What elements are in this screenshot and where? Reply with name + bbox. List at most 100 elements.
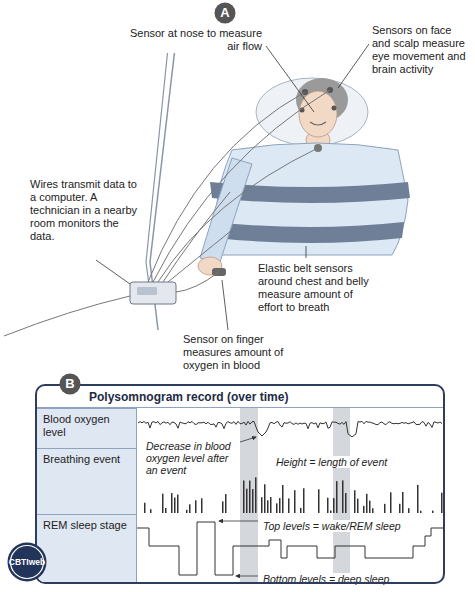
breathing-event-bar	[336, 481, 338, 513]
annotation-arrow	[240, 437, 256, 442]
panel-badge: A	[214, 2, 236, 24]
breathing-event-bar	[327, 498, 329, 513]
badge-text: CBTIweb	[9, 557, 45, 567]
breathing-event-bar	[303, 488, 305, 513]
callout-label-box: Elastic belt sensors around chest and be…	[258, 262, 370, 314]
breathing-event-bar	[363, 506, 365, 513]
leader-line	[96, 260, 130, 284]
breathing-event-bar	[279, 498, 281, 513]
logo-badge: CBTIweb	[7, 542, 47, 582]
breathing-event-bar	[384, 504, 386, 513]
leader-line	[266, 46, 314, 112]
breathing-event-bar	[165, 508, 167, 513]
chart-annotation-box: Bottom levels = deep sleep	[262, 569, 422, 587]
wire	[148, 92, 305, 282]
row-header: Blood oxygen level	[37, 408, 137, 448]
breathing-event-bar	[354, 490, 356, 513]
row-label: Breathing event	[43, 453, 130, 466]
callout-label-box: Sensors on face and scalp measure eye mo…	[372, 24, 466, 76]
bed-edge	[150, 48, 175, 262]
breathing-event-bar	[366, 494, 368, 513]
breathing-event-bar	[417, 485, 419, 513]
breathing-event-bar	[333, 498, 335, 513]
callout-label: Wires transmit data to a computer. A tec…	[30, 178, 138, 243]
record-panel: Polysomnogram record (over time) Blood ox…	[35, 384, 445, 584]
breathing-event-bar	[300, 508, 302, 513]
panel-heading: Polysomnogram record (over time)	[37, 386, 443, 408]
circle-fill	[8, 543, 47, 582]
breathing-event-bar	[249, 481, 251, 513]
badge-text: A	[220, 6, 229, 20]
breathing-event-bar	[189, 504, 191, 513]
breathing-event-bar	[150, 509, 152, 513]
bed-frame	[146, 48, 168, 262]
leader-line	[338, 44, 369, 88]
breathing-event-bar	[255, 477, 257, 513]
breathing-event-bar	[342, 480, 344, 513]
callout-label-box: Sensor at nose to measure air flow	[120, 27, 262, 53]
breathing-event-bar	[318, 489, 320, 513]
breathing-event-bar	[201, 498, 203, 513]
callout-label-box: Sensor on finger measures amount of oxyg…	[183, 333, 301, 372]
row-header: Breathing event	[37, 448, 137, 514]
computer-cable	[4, 296, 130, 336]
breathing-event-bar	[261, 497, 263, 513]
breathing-event-bar	[369, 501, 371, 513]
callout-label-box: Wires transmit data to a computer. A tec…	[30, 178, 138, 243]
row-header: REM sleep stage	[37, 514, 137, 582]
breathing-event-bar	[270, 497, 272, 513]
chart-annotation-box: Top levels = wake/REM sleep	[262, 516, 422, 534]
breathing-event-bar	[246, 489, 248, 513]
chart-annotation-box: Height = length of event	[275, 452, 425, 470]
breathing-event-bar	[186, 510, 188, 513]
leader-line	[222, 280, 228, 330]
chart-annotation: Decrease in blood oxygen level after an …	[145, 440, 238, 476]
event-band	[333, 408, 350, 582]
chart-annotation-box: Decrease in blood oxygen level after an …	[145, 440, 238, 478]
belly-belt	[214, 222, 404, 243]
annotation-arrow	[219, 521, 258, 522]
face-sensor	[332, 106, 337, 111]
badge-text: B	[65, 377, 74, 391]
chart-annotation: Top levels = wake/REM sleep	[262, 520, 402, 532]
breathing-event-bar	[432, 511, 434, 513]
breathing-event-bar	[408, 508, 410, 513]
row-label: Blood oxygen level	[43, 413, 130, 439]
breathing-event-bar	[144, 503, 146, 513]
callout-label: Elastic belt sensors around chest and be…	[258, 262, 370, 314]
oxygen-trace	[138, 421, 442, 437]
wire	[176, 272, 219, 292]
breathing-event-bar	[288, 498, 290, 513]
breathing-event-bar	[171, 493, 173, 513]
recording-box-display	[137, 287, 157, 295]
event-band	[240, 408, 258, 582]
breathing-event-bar	[402, 492, 404, 513]
circle-fill	[60, 374, 81, 395]
breathing-event-bar	[282, 485, 284, 513]
breathing-event-bar	[243, 480, 245, 513]
annotation-arrow	[236, 576, 258, 577]
chart-annotation: Height = length of event	[275, 456, 388, 468]
recording-box	[130, 282, 176, 304]
row-label: REM sleep stage	[43, 519, 130, 532]
breathing-event-bar	[372, 508, 374, 513]
breathing-event-bar	[330, 510, 332, 513]
breathing-event-bar	[390, 492, 392, 513]
breathing-event-bar	[294, 490, 296, 513]
nose-cannula	[310, 122, 326, 125]
arm	[200, 158, 252, 262]
breathing-event-bar	[195, 500, 197, 513]
callout-label: Sensors on face and scalp measure eye mo…	[372, 24, 466, 76]
wire	[153, 90, 330, 282]
breathing-event-bar	[357, 499, 359, 513]
breathing-event-bar	[252, 489, 254, 513]
breathing-event-bar	[420, 511, 422, 513]
breathing-event-bar	[399, 504, 401, 513]
breathing-event-bar	[177, 495, 179, 513]
circle-fill	[215, 3, 236, 24]
breathing-event-bar	[264, 484, 266, 513]
breathing-event-bar	[267, 500, 269, 513]
breathing-event-bar	[276, 503, 278, 513]
callout-label: Sensor on finger measures amount of oxyg…	[183, 333, 301, 372]
breathing-event-bar	[222, 501, 224, 513]
